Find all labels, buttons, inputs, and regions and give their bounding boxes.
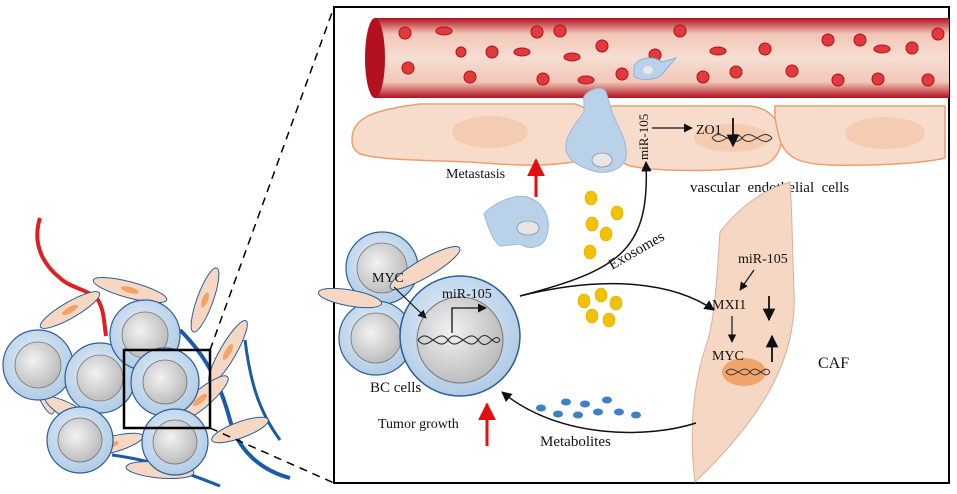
- exosome-arrow-to-caf: [519, 282, 715, 311]
- metabolites-dots: [536, 396, 641, 419]
- caf-mir105-label: miR-105: [738, 252, 788, 267]
- zo1-label: ZO1: [696, 123, 722, 138]
- caf-myc-label: MYC: [712, 349, 744, 364]
- bc-cell-main: [399, 275, 521, 397]
- tumor-overview: [2, 6, 335, 488]
- arrow-myc-to-dna: [393, 286, 427, 319]
- cancer-cell-in-vessel: [633, 57, 678, 80]
- bc-cells: [317, 231, 521, 397]
- red-blood-vessel: [35, 217, 108, 337]
- cancer-cell: [141, 408, 209, 476]
- dna-helix-caf: [725, 368, 771, 376]
- cancer-cell: [130, 347, 200, 417]
- blue-vessel: [243, 339, 282, 441]
- exosomes-upper: [583, 190, 624, 260]
- vascular-endothelial-layer: [351, 103, 946, 172]
- cancer-cell: [2, 329, 74, 401]
- bc-mir105-label: miR-105: [442, 287, 492, 302]
- caf-cell: [691, 181, 795, 484]
- metabolite-arrow-to-bc: [501, 391, 697, 434]
- blue-vessel: [178, 328, 291, 480]
- vascular-endothelial-label: vascular endothelial cells: [690, 180, 849, 196]
- transcription-start-arrow: [451, 303, 487, 333]
- mir105-vertical-label: miR-105: [636, 114, 651, 160]
- red-blood-cells: [398, 24, 945, 87]
- cancer-cell-cluster: [2, 299, 209, 476]
- tumor-growth-label: Tumor growth: [378, 417, 459, 432]
- zoom-line-bottom: [209, 427, 335, 484]
- transmigrating-cancer-cell: [565, 87, 627, 173]
- caf-label: CAF: [818, 355, 849, 372]
- exosome-arrow-to-endothelium: [519, 160, 652, 297]
- zoom-line-top: [209, 6, 335, 351]
- bc-myc-label: MYC: [372, 271, 404, 286]
- zoom-region-box: [122, 348, 212, 430]
- bc-fibroblast: [317, 246, 461, 309]
- migrating-cancer-cell: [483, 196, 549, 248]
- dna-helix-bc: [417, 334, 501, 346]
- bc-cells-label: BC cells: [370, 380, 421, 396]
- cancer-cell: [64, 342, 136, 414]
- cancer-cell: [46, 406, 114, 474]
- blood-vessel: [365, 18, 949, 98]
- mxi1-label: MXI1: [712, 298, 746, 313]
- metabolites-label: Metabolites: [540, 434, 611, 450]
- bc-cell: [338, 300, 414, 376]
- arrow-mir105-to-mxi1: [739, 269, 755, 291]
- dna-helix-endothelial: [711, 134, 773, 142]
- metastasis-label: Metastasis: [446, 167, 505, 182]
- fibroblast-nuclei: [62, 286, 234, 449]
- exosomes-lower: [577, 287, 623, 328]
